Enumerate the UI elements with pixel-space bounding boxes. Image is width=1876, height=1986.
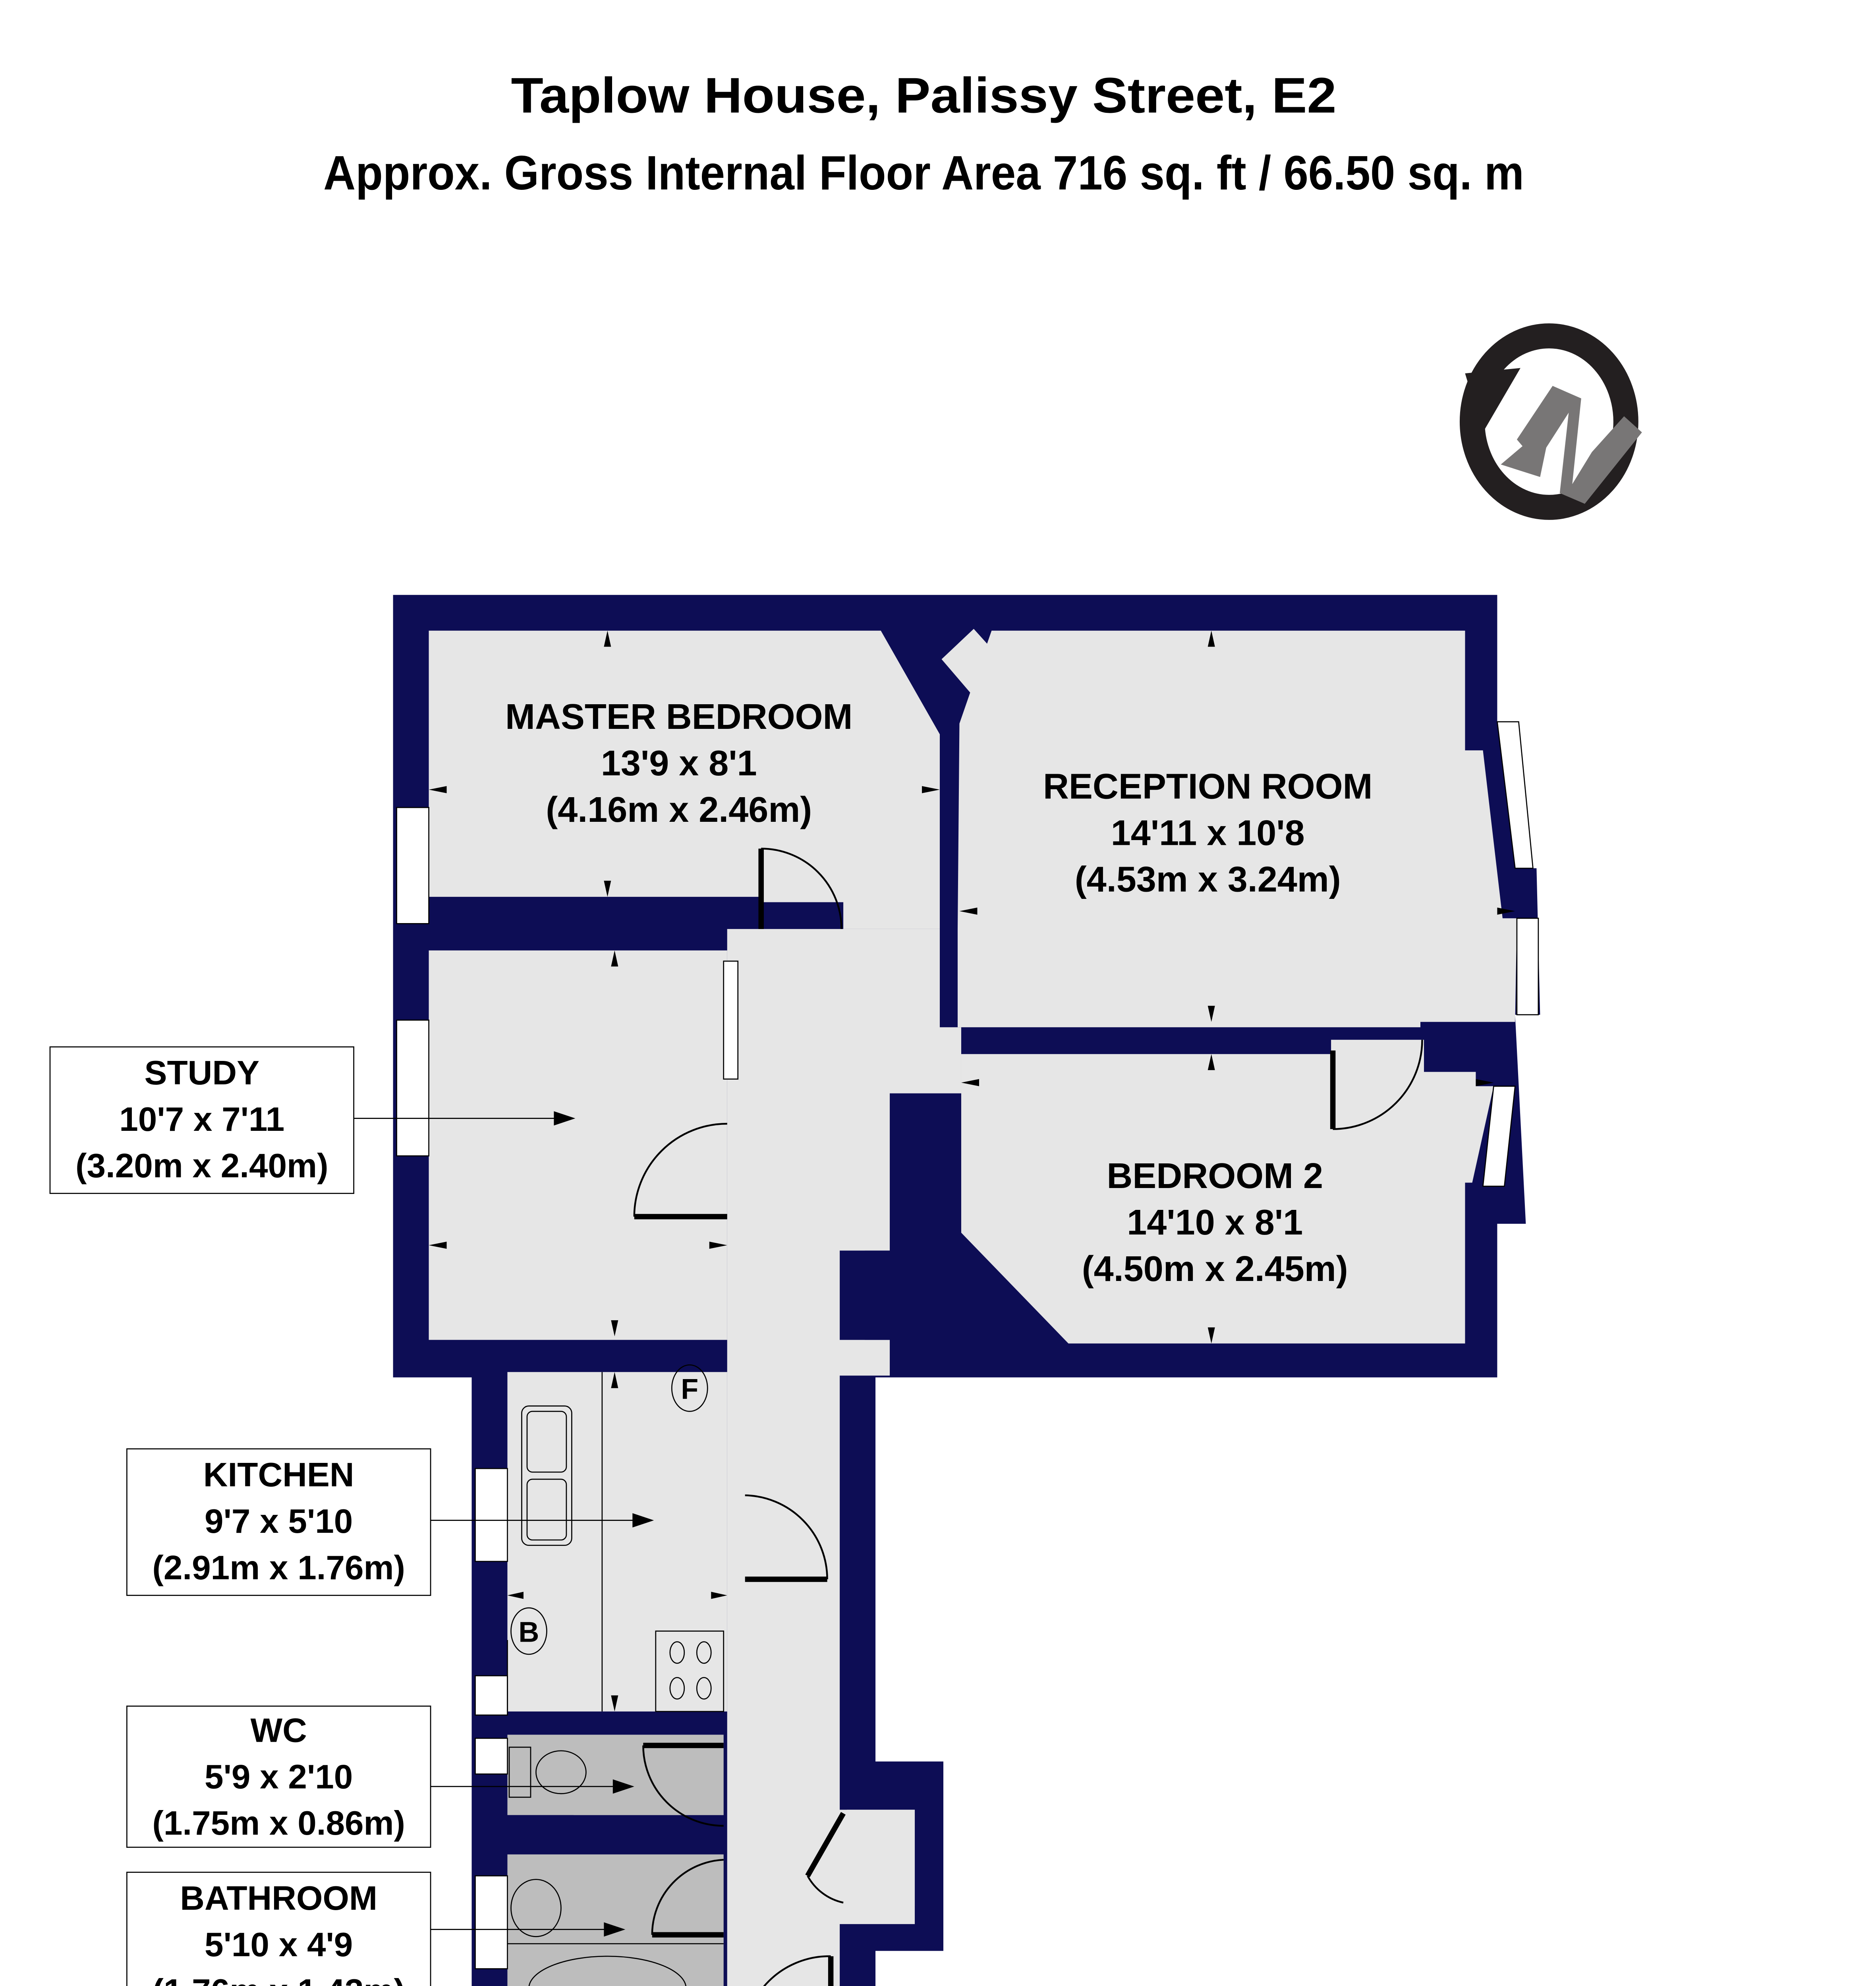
svg-text:5'10 x 4'9: 5'10 x 4'9 [205,1926,353,1964]
svg-text:KITCHEN: KITCHEN [203,1456,354,1494]
room-master-bedroom: MASTER BEDROOM 13'9 x 8'1 (4.16m x 2.46m… [505,697,852,830]
svg-text:WC: WC [251,1712,307,1749]
boiler-icon [510,1607,547,1655]
fridge-icon [671,1364,708,1412]
room-study-callout: STUDY 10'7 x 7'11 (3.20m x 2.40m) [49,1046,576,1194]
sink-icon [521,1405,572,1546]
svg-text:(1.76m x 1.43m): (1.76m x 1.43m) [152,1972,405,1986]
north-arrow-icon [1459,323,1642,520]
svg-text:BATHROOM: BATHROOM [180,1880,377,1917]
svg-text:RECEPTION ROOM: RECEPTION ROOM [1043,767,1372,807]
room-kitchen-callout: KITCHEN 9'7 x 5'10 (2.91m x 1.76m) [126,1448,654,1596]
svg-text:STUDY: STUDY [144,1054,259,1092]
toilet-icon [535,1750,587,1795]
dimension-arrows [429,630,1515,1712]
svg-text:13'9 x 8'1: 13'9 x 8'1 [601,744,757,783]
room-bathroom-callout: BATHROOM 5'10 x 4'9 (1.76m x 1.43m) [126,1872,626,1986]
svg-text:14'11 x 10'8: 14'11 x 10'8 [1111,813,1305,853]
svg-text:14'10 x 8'1: 14'10 x 8'1 [1127,1203,1303,1242]
fridge-label: F [681,1374,698,1405]
svg-text:(1.75m x 0.86m): (1.75m x 0.86m) [152,1804,405,1842]
svg-text:(4.16m x 2.46m): (4.16m x 2.46m) [546,790,812,830]
svg-text:9'7 x 5'10: 9'7 x 5'10 [205,1503,353,1540]
svg-text:(3.20m x 2.40m): (3.20m x 2.40m) [75,1147,328,1185]
basin-icon [510,1879,562,1937]
boiler-label: B [518,1616,539,1648]
svg-text:BEDROOM 2: BEDROOM 2 [1107,1156,1323,1196]
svg-text:(4.53m x 3.24m): (4.53m x 3.24m) [1075,860,1341,899]
hob-icon [655,1631,725,1712]
room-bedroom-2: BEDROOM 2 14'10 x 8'1 (4.50m x 2.45m) [1082,1156,1348,1289]
floor-plan-walls [393,595,1540,1986]
svg-text:(2.91m x 1.76m): (2.91m x 1.76m) [152,1549,405,1587]
page-title: Taplow House, Palissy Street, E2 [511,67,1336,123]
bathroom-fixtures [507,1746,724,1986]
svg-text:(4.50m x 2.45m): (4.50m x 2.45m) [1082,1249,1348,1289]
bath-icon [528,1955,687,1986]
windows [396,721,1539,1969]
doors [633,848,1423,1986]
floor-area-subtitle: Approx. Gross Internal Floor Area 716 sq… [323,146,1524,200]
svg-text:10'7 x 7'11: 10'7 x 7'11 [119,1101,284,1138]
svg-text:MASTER BEDROOM: MASTER BEDROOM [505,697,852,737]
kitchen-fixtures [507,1364,725,1712]
room-reception: RECEPTION ROOM 14'11 x 10'8 (4.53m x 3.2… [1043,767,1372,900]
room-wc-callout: WC 5'9 x 2'10 (1.75m x 0.86m) [126,1706,634,1848]
svg-text:5'9 x 2'10: 5'9 x 2'10 [205,1758,353,1796]
